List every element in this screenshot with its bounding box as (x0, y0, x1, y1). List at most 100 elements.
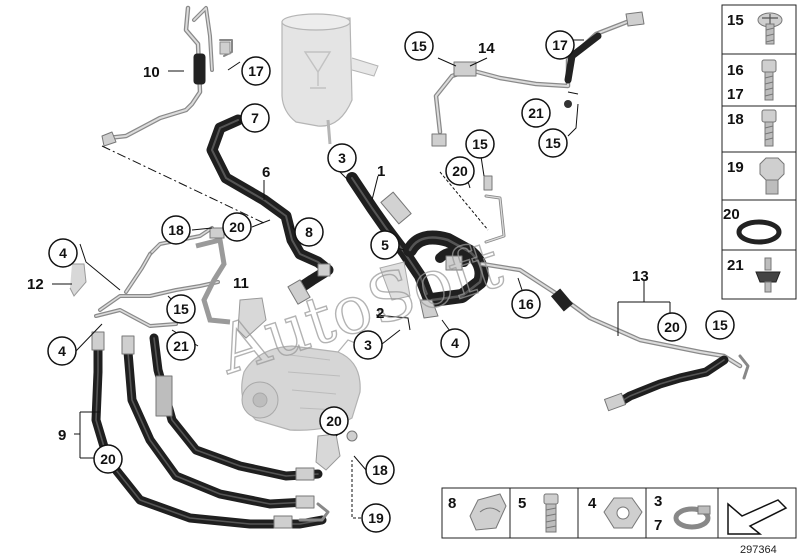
arrow-icon (727, 499, 788, 535)
svg-text:18: 18 (727, 111, 744, 128)
suction-hose (206, 114, 334, 305)
callout-19: 19 (361, 503, 391, 533)
brackets (69, 227, 411, 471)
svg-text:3: 3 (338, 150, 346, 166)
fastener-legend: 15 16 17 18 19 (721, 4, 797, 300)
svg-text:19: 19 (368, 510, 384, 526)
svg-text:8: 8 (448, 495, 456, 512)
callout-4: 4 (48, 238, 78, 268)
callout-20: 20 (93, 444, 123, 474)
callout-8: 8 (294, 217, 324, 247)
reference-number: 297364 (740, 544, 777, 556)
cooling-line (479, 175, 750, 412)
svg-text:15: 15 (411, 38, 427, 54)
legend-item-15: 15 (727, 12, 783, 45)
watermark-text: AutoSoft (208, 226, 511, 390)
svg-text:7: 7 (251, 110, 259, 126)
svg-text:16: 16 (727, 62, 744, 79)
svg-text:4: 4 (588, 495, 597, 512)
svg-text:20: 20 (229, 219, 245, 235)
svg-text:20: 20 (326, 413, 342, 429)
svg-text:5: 5 (381, 237, 389, 253)
legend-item-16-17: 16 17 (727, 59, 777, 103)
svg-text:15: 15 (712, 317, 728, 333)
legend-item-arrow (727, 499, 788, 535)
callout-16: 16 (511, 289, 541, 319)
legend-item-19: 19 (727, 157, 785, 195)
part-callouts: 10 14 6 1 11 12 2 13 9 17 7 3 15 17 21 1… (27, 30, 735, 533)
svg-text:21: 21 (173, 338, 189, 354)
svg-text:17: 17 (727, 86, 744, 103)
part-label-13: 13 (632, 268, 649, 285)
callout-17: 17 (545, 30, 575, 60)
svg-text:3: 3 (654, 493, 662, 510)
part-label-11: 11 (233, 275, 249, 292)
screw-head-icon (757, 12, 783, 45)
part-label-9: 9 (58, 427, 66, 444)
svg-text:4: 4 (58, 343, 66, 359)
callout-20: 20 (222, 212, 252, 242)
o-ring-icon (736, 219, 782, 245)
svg-text:7: 7 (654, 517, 662, 534)
callout-21: 21 (166, 331, 196, 361)
legend-item-5: 5 (518, 493, 559, 533)
svg-text:20: 20 (100, 451, 116, 467)
part-label-10: 10 (143, 64, 160, 81)
callout-4: 4 (47, 336, 77, 366)
hex-nut-icon (603, 497, 643, 529)
svg-text:20: 20 (723, 206, 740, 223)
part-label-14: 14 (478, 40, 495, 57)
svg-text:18: 18 (372, 462, 388, 478)
callout-21: 21 (521, 98, 551, 128)
hose-clamp-icon (673, 505, 711, 530)
svg-text:20: 20 (664, 319, 680, 335)
socket-bolt-icon (543, 493, 559, 533)
callout-18: 18 (161, 215, 191, 245)
callout-3: 3 (327, 143, 357, 173)
callout-15: 15 (166, 294, 196, 324)
part-label-2: 2 (376, 305, 384, 322)
svg-text:8: 8 (305, 224, 313, 240)
svg-text:15: 15 (727, 12, 744, 29)
legend-item-21: 21 (727, 257, 781, 293)
svg-text:17: 17 (248, 63, 264, 79)
pressure-line (101, 5, 233, 147)
svg-text:20: 20 (452, 163, 468, 179)
svg-text:5: 5 (518, 495, 526, 512)
svg-text:15: 15 (545, 135, 561, 151)
callout-5: 5 (370, 230, 400, 260)
callout-15: 15 (465, 129, 495, 159)
svg-text:18: 18 (168, 222, 184, 238)
legend-item-20: 20 (723, 206, 782, 245)
callout-15: 15 (538, 128, 568, 158)
part-label-1: 1 (377, 163, 385, 180)
bottom-legend: 8 5 4 3 7 (441, 487, 797, 539)
legend-item-18: 18 (727, 109, 777, 147)
svg-text:19: 19 (727, 159, 744, 176)
rubber-grommet-icon (755, 257, 781, 293)
svg-text:21: 21 (727, 257, 744, 274)
legend-item-4: 4 (588, 495, 643, 529)
callout-20: 20 (319, 406, 349, 436)
callout-3: 3 (353, 330, 383, 360)
svg-text:15: 15 (173, 301, 189, 317)
svg-text:21: 21 (528, 105, 544, 121)
part-label-6: 6 (262, 164, 270, 181)
callout-17: 17 (241, 56, 271, 86)
callout-15: 15 (705, 310, 735, 340)
callout-18: 18 (365, 455, 395, 485)
callout-15: 15 (404, 31, 434, 61)
part-label-12: 12 (27, 276, 44, 293)
svg-text:4: 4 (451, 335, 459, 351)
callout-20: 20 (657, 312, 687, 342)
callout-4: 4 (440, 328, 470, 358)
reservoir (281, 13, 379, 145)
hex-socket-bolt-icon (761, 59, 777, 101)
hose-clip-icon (469, 493, 507, 531)
svg-text:16: 16 (518, 296, 534, 312)
svg-text:3: 3 (364, 337, 372, 353)
callout-20: 20 (445, 156, 475, 186)
legend-item-3-7: 3 7 (654, 493, 711, 534)
svg-text:4: 4 (59, 245, 67, 261)
